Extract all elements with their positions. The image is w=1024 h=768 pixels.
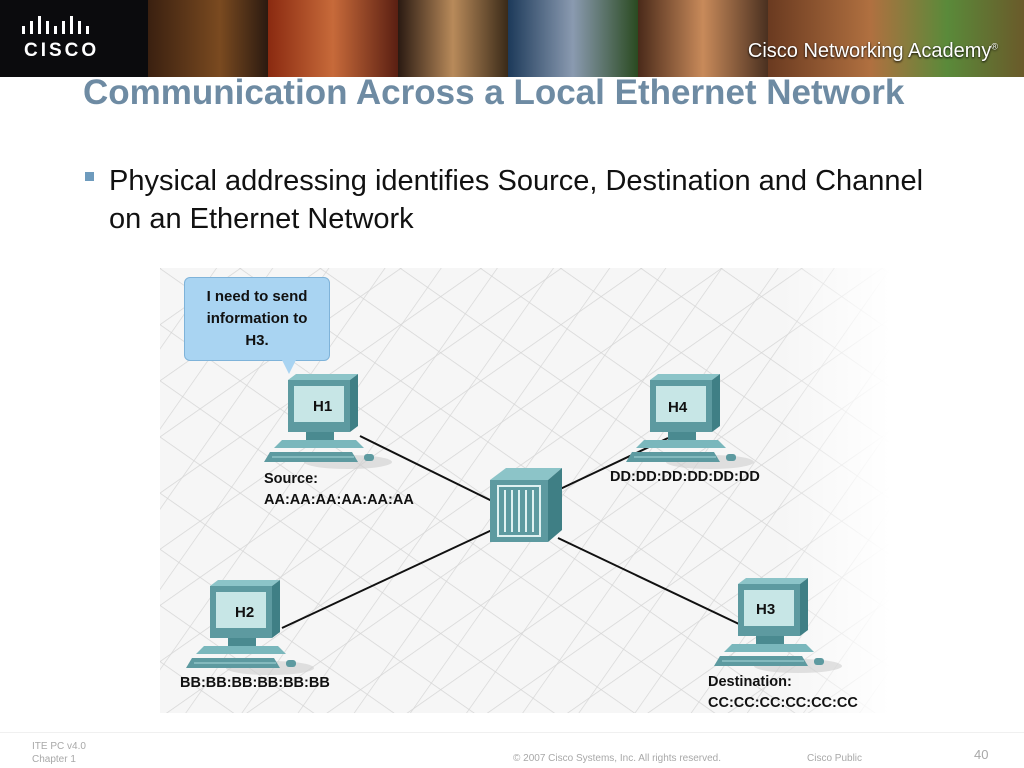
course-name: ITE PC v4.0 [32, 741, 86, 752]
chapter-name: Chapter 1 [32, 754, 76, 765]
banner-photo [398, 0, 508, 77]
link-h2-switch [281, 529, 493, 629]
square-bullet-icon [85, 172, 94, 181]
footer-copyright: © 2007 Cisco Systems, Inc. All rights re… [513, 753, 722, 764]
switch-icon [490, 468, 562, 542]
mac-address: BB:BB:BB:BB:BB:BB [180, 675, 330, 691]
cisco-bridge-icon [22, 16, 89, 34]
banner-photo [638, 0, 768, 77]
link-h3-switch [557, 537, 761, 635]
host-name-h1: H1 [313, 398, 333, 415]
destination-label: Destination: [708, 674, 792, 690]
host-name-h3: H3 [756, 601, 776, 618]
speech-line: H3. [245, 332, 269, 349]
computer-icon [264, 374, 392, 469]
host-name-h2: H2 [235, 604, 255, 621]
speech-line: information to [206, 310, 308, 327]
footer-divider [0, 732, 1024, 733]
mac-address: DD:DD:DD:DD:DD:DD [610, 469, 760, 485]
speech-bubble-tail [282, 360, 296, 374]
banner-photo [508, 0, 638, 77]
academy-text: Cisco Networking Academy [747, 40, 992, 62]
source-label: Source: [264, 471, 318, 487]
mac-address: CC:CC:CC:CC:CC:CC [708, 695, 858, 711]
h4-address-label: DD:DD:DD:DD:DD:DD [610, 467, 760, 488]
mac-address: AA:AA:AA:AA:AA:AA [264, 492, 414, 508]
h3-address-label: Destination: CC:CC:CC:CC:CC:CC [708, 672, 858, 714]
computer-icon [714, 578, 842, 673]
academy-title: Cisco Networking Academy® [748, 40, 998, 63]
speech-line: I need to send [206, 288, 308, 305]
header-banner: CISCO Cisco Networking Academy® [0, 0, 1024, 77]
registered-mark: ® [991, 41, 998, 52]
banner-photo [768, 0, 1024, 77]
slide-title: Communication Across a Local Ethernet Ne… [83, 73, 905, 112]
link-h1-switch [359, 435, 493, 502]
computer-icon [626, 374, 754, 469]
computer-icon [186, 580, 314, 675]
cisco-logo: CISCO [0, 0, 148, 77]
speech-bubble: I need to send information to H3. [184, 277, 330, 361]
h1-address-label: Source: AA:AA:AA:AA:AA:AA [264, 469, 414, 511]
host-name-h4: H4 [668, 399, 688, 416]
footer-classification: Cisco Public [807, 753, 863, 764]
cisco-wordmark: CISCO [24, 40, 100, 61]
footer-course-info: ITE PC v4.0 Chapter 1 [32, 740, 86, 766]
banner-photo [148, 0, 268, 77]
banner-photo [268, 0, 398, 77]
bullet-text: Physical addressing identifies Source, D… [109, 165, 924, 235]
h2-address-label: BB:BB:BB:BB:BB:BB [180, 673, 330, 694]
page-number: 40 [974, 747, 989, 762]
